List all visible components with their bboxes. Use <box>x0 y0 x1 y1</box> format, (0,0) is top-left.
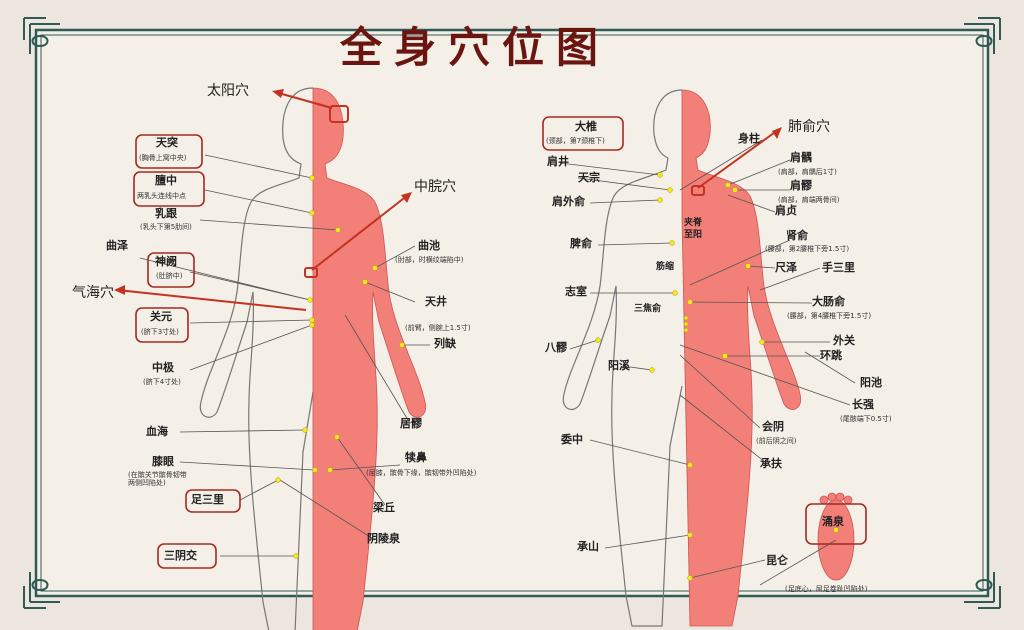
point-yongquan: 涌泉 <box>822 516 844 529</box>
point-dubi-note: (屈膝，髌骨下缘，髌韧带外凹陷处) <box>366 470 476 478</box>
point-sanjiaoshu: 三焦俞 <box>634 304 661 314</box>
point-jianzhen: 肩贞 <box>775 205 797 218</box>
point-changqiang: 长强 <box>852 399 874 412</box>
point-shenshu-note: (腰部，第2腰椎下旁1.5寸) <box>765 246 849 254</box>
point-jiaji: 夹脊 <box>684 218 702 228</box>
point-rugen-note: (乳头下第5肋间) <box>140 224 192 232</box>
point-dazhui: 大椎 <box>575 121 597 134</box>
point-yangxi: 阳溪 <box>608 360 630 373</box>
page-title: 全身穴位图 <box>340 14 610 75</box>
point-shousanli: 手三里 <box>822 262 855 275</box>
point-huantiao: 环跳 <box>820 350 842 363</box>
point-dachangshu: 大肠俞 <box>812 296 845 309</box>
point-rugen: 乳跟 <box>155 208 177 221</box>
point-jianyu-note: (肩部，肩髃后1寸) <box>778 169 837 177</box>
point-weizhong: 委中 <box>561 434 583 447</box>
point-zhongji-note: (脐下4寸处) <box>143 379 181 387</box>
point-xiyan: 膝眼 <box>152 456 174 469</box>
point-chengshan: 承山 <box>577 541 599 554</box>
point-yangchi: 阳池 <box>860 377 882 390</box>
point-baliao: 八髎 <box>545 342 567 355</box>
point-jianliao: 肩髎 <box>790 180 812 193</box>
point-tiantu: 天突 <box>156 137 178 150</box>
point-tianjing: 天井 <box>425 296 447 309</box>
point-xiyan-note: (在髌关节髌骨韧带两侧凹陷处) <box>128 472 192 487</box>
point-zhishi: 志室 <box>565 286 587 299</box>
point-shenque-note: (肚脐中) <box>156 273 182 281</box>
point-xuehai: 血海 <box>146 426 168 439</box>
point-yongquan-note: (足底心，屈足卷趾凹陷处) <box>785 586 867 594</box>
point-kunlun: 昆仑 <box>766 555 788 568</box>
callout-qihai: 气海穴 <box>72 282 114 302</box>
point-shenzhu: 身柱 <box>738 133 760 146</box>
point-waiguan: 外关 <box>833 335 855 348</box>
point-danzhong-note: 两乳头连线中点 <box>137 193 186 201</box>
point-quchi-note: (肘部，时横纹端陷中) <box>395 257 463 265</box>
point-jianjing: 肩井 <box>547 156 569 169</box>
point-chengfu: 承扶 <box>760 458 782 471</box>
point-danzhong: 膻中 <box>155 175 177 188</box>
point-quze: 曲泽 <box>106 240 128 253</box>
point-jinsuo: 筋缩 <box>656 262 674 272</box>
point-pishu: 脾俞 <box>570 238 592 251</box>
point-changqiang-note: (尾骸端下0.5寸) <box>840 416 892 424</box>
point-huiyin: 会阴 <box>762 421 784 434</box>
point-huiyin-note: (前后阴之间) <box>756 438 796 446</box>
point-yinlingquan: 阴陵泉 <box>367 533 400 546</box>
point-tianzong: 天宗 <box>578 172 600 185</box>
point-shenque: 神阙 <box>155 256 177 269</box>
point-zusanli: 足三里 <box>191 494 224 507</box>
point-lieque-note: (前臂，侧腕上1.5寸) <box>405 325 471 333</box>
point-tiantu-note: (胸骨上窝中央) <box>139 155 186 163</box>
point-zhiyang: 至阳 <box>684 230 702 240</box>
point-liangqiu: 梁丘 <box>373 502 395 515</box>
point-jianyu: 肩髃 <box>790 152 812 165</box>
callout-taiyang: 太阳穴 <box>207 80 249 100</box>
callout-feishu: 肺俞穴 <box>788 116 830 136</box>
point-chize: 尺泽 <box>775 262 797 275</box>
point-sanyinjiao: 三阴交 <box>164 550 197 563</box>
point-dachangshu-note: (腰部，第4腰椎下旁1.5寸) <box>787 313 871 321</box>
point-guanyuan: 关元 <box>150 311 172 324</box>
point-jianwaishu: 肩外俞 <box>552 196 585 209</box>
point-lieque: 列缺 <box>434 338 456 351</box>
point-zhongji: 中极 <box>152 362 174 375</box>
point-dazhui-note: (颈部，第7颈椎下) <box>546 138 605 146</box>
callout-zhongwan: 中脘穴 <box>414 176 456 196</box>
point-quchi: 曲池 <box>418 240 440 253</box>
point-juliao: 居髎 <box>400 418 422 431</box>
point-guanyuan-note: (脐下3寸处) <box>141 329 179 337</box>
point-dubi: 犊鼻 <box>405 452 427 465</box>
point-shenshu: 肾俞 <box>786 230 808 243</box>
